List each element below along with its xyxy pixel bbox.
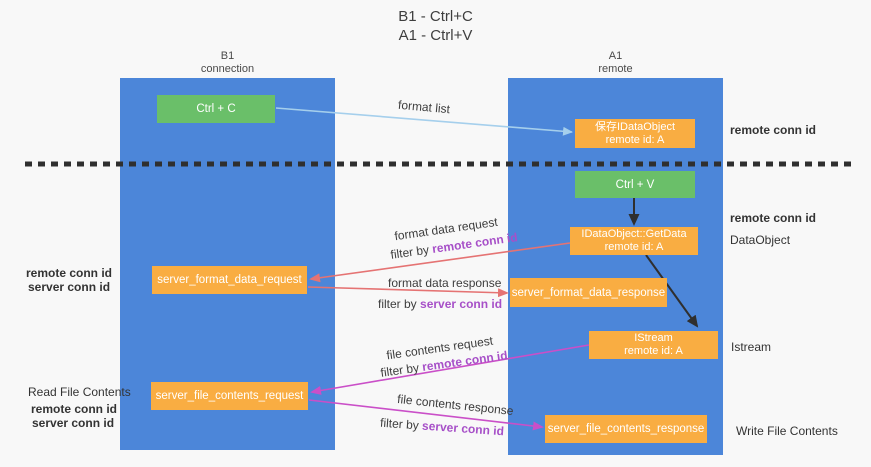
format-data-response-filter-label: filter by server conn id xyxy=(378,297,502,311)
istream-node: IStream remote id: A xyxy=(589,331,718,359)
filter-key: server conn id xyxy=(421,418,505,439)
filter-prefix: filter by xyxy=(378,297,417,311)
left-server-conn-id-2: server conn id xyxy=(32,416,115,430)
ctrl-v-node: Ctrl + V xyxy=(575,171,695,198)
istream-side-label: Istream xyxy=(731,340,772,354)
left-column-header: B1 connection xyxy=(120,50,335,76)
getdata-line2: remote id: A xyxy=(604,241,664,253)
getdata-node: IDataObject::GetData remote id: A xyxy=(570,227,698,255)
save-dataobject-line1: 保存IDataObject xyxy=(594,120,676,133)
save-dataobject-node: 保存IDataObject remote id: A xyxy=(575,119,695,148)
right-column-header: A1 remote xyxy=(508,50,723,76)
filter-prefix: filter by xyxy=(379,360,420,380)
right-column-name: A1 xyxy=(608,50,623,62)
filter-prefix: filter by xyxy=(389,242,430,262)
istream-line2: remote id: A xyxy=(624,345,683,357)
ctrl-c-node: Ctrl + C xyxy=(157,95,275,123)
istream-line1: IStream xyxy=(634,332,673,344)
server-file-contents-response-node: server_file_contents_response xyxy=(545,415,707,443)
file-contents-response-filter-label: filter by server conn id xyxy=(380,416,505,439)
dataobject-label: DataObject xyxy=(730,233,791,247)
left-remote-conn-id-1: remote conn id xyxy=(26,266,113,280)
title-line-2: A1 - Ctrl+V xyxy=(398,27,473,44)
remote-conn-id-top-label: remote conn id xyxy=(730,123,817,137)
remote-conn-id-mid-label: remote conn id xyxy=(730,211,817,225)
format-data-response-label: format data response xyxy=(388,276,502,290)
getdata-line1: IDataObject::GetData xyxy=(581,228,687,240)
read-file-contents-label: Read File Contents xyxy=(28,385,131,399)
write-file-contents-label: Write File Contents xyxy=(736,424,838,438)
server-format-data-request-node: server_format_data_request xyxy=(152,266,307,294)
server-format-data-response-node: server_format_data_response xyxy=(510,278,667,307)
left-column-name: B1 xyxy=(220,50,235,62)
right-column-subtitle: remote xyxy=(598,63,633,75)
save-dataobject-line2: remote id: A xyxy=(605,133,665,146)
diagram-title: B1 - Ctrl+C A1 - Ctrl+V xyxy=(0,7,871,45)
server-file-contents-request-node: server_file_contents_request xyxy=(151,382,308,410)
title-line-1: B1 - Ctrl+C xyxy=(398,8,473,25)
left-column-subtitle: connection xyxy=(200,63,255,75)
filter-key: server conn id xyxy=(420,297,503,311)
left-server-conn-id-1: server conn id xyxy=(28,280,111,294)
left-remote-conn-id-2: remote conn id xyxy=(31,402,118,416)
format-list-label: format list xyxy=(397,97,451,117)
file-contents-response-label: file contents response xyxy=(396,391,515,419)
filter-prefix: filter by xyxy=(379,415,420,433)
